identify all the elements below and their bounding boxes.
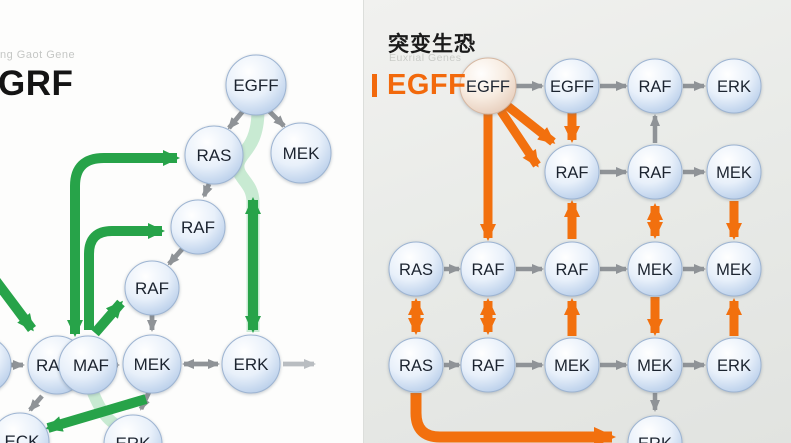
pathway-node-label: RAF — [472, 357, 505, 375]
pathway-node: ERK — [221, 334, 281, 394]
pathway-node: MEK — [706, 144, 762, 200]
pathway-node-label: MEK — [716, 164, 752, 182]
pathway-node-label: MAF — [73, 356, 109, 375]
arrow-gray — [167, 245, 186, 266]
pathway-node: RAF — [460, 241, 516, 297]
pathway-node: ERK — [706, 58, 762, 114]
pathway-node: ERK — [627, 415, 683, 443]
right-panel-title-cn: 突变生恐 — [388, 33, 476, 56]
pathway-node: RAF — [627, 144, 683, 200]
right-panel-heading-row: EGFF — [372, 71, 466, 100]
arrow-gray — [267, 109, 286, 128]
pathway-node-label: MEK — [554, 357, 590, 375]
pathway-node-label: ERK — [638, 435, 672, 443]
arrow-green-diagonal — [91, 299, 125, 337]
arrow-green-diagonal — [0, 278, 36, 332]
pathway-node-label: ERK — [116, 434, 152, 443]
right-panel-diagram: EGFF EGFF RAF ERK RAF RAF — [388, 57, 762, 443]
pathway-node-label: MEK — [637, 357, 673, 375]
heading-accent-bar — [372, 74, 377, 97]
pathway-node: RAS — [388, 337, 444, 393]
pathway-node: EGFF — [459, 57, 517, 115]
pathway-node: MEK — [627, 241, 683, 297]
left-panel-subtitle: ng Gaot Gene — [0, 49, 76, 61]
pathway-node: EGFF — [544, 58, 600, 114]
pathway-node-label: ERK — [234, 355, 270, 374]
pathway-node-label: RAF — [181, 218, 215, 237]
arrow-gray — [201, 183, 213, 198]
pathway-node: RAS — [184, 125, 244, 185]
pathway-node: ECK — [0, 412, 50, 443]
arrow-orange-curved — [410, 393, 616, 443]
pathway-node-label: MEK — [283, 144, 321, 163]
pathway-node-label: RAF — [639, 78, 672, 96]
pathway-node-label: RAS — [399, 357, 433, 375]
pathway-node-label: RAF — [556, 261, 589, 279]
pathway-node: EGFF — [225, 54, 287, 116]
pathway-node-label: MEK — [134, 355, 172, 374]
pathway-node: MEK — [122, 334, 182, 394]
pathway-node: RAF — [544, 144, 600, 200]
pathway-node-label: RAF — [472, 261, 505, 279]
right-panel-heading: EGFF — [387, 69, 467, 101]
pathway-node: RAF — [627, 58, 683, 114]
pathway-node-label: RAS — [197, 146, 232, 165]
arrow-green-curved — [84, 223, 165, 330]
pathway-node-label: EGFF — [466, 78, 510, 96]
arrow-green-diagonal — [45, 394, 148, 433]
pathway-node: MAF — [58, 335, 118, 395]
pathway-node — [0, 342, 12, 388]
pathway-node: ERK — [706, 337, 762, 393]
pathway-node: MEK — [706, 241, 762, 297]
pathway-node: RAF — [170, 199, 226, 255]
pathway-node: RAS — [388, 241, 444, 297]
pathway-node: RAF — [544, 241, 600, 297]
pathway-node-label: ERK — [717, 357, 751, 375]
pathway-node-label: EGFF — [550, 78, 594, 96]
pathway-node: MEK — [270, 122, 332, 184]
pathway-node-label: RAF — [639, 164, 672, 182]
arrow-green-curved-double — [67, 150, 180, 337]
pathway-node: RAF — [460, 337, 516, 393]
arrow-orange-diagonal — [497, 108, 541, 168]
pathway-node: MEK — [627, 337, 683, 393]
right-panel-subtitle: Euxrial Genes — [389, 52, 462, 64]
pathway-node-label: ERK — [717, 78, 751, 96]
pathway-node-label: EGFF — [233, 76, 278, 95]
pathway-node: RAF — [124, 260, 180, 316]
arrow-orange-diagonal — [502, 100, 556, 146]
pathway-node-label: MEK — [637, 261, 673, 279]
pathway-node-label: MEK — [716, 261, 752, 279]
left-panel-title: GRF — [0, 64, 74, 103]
pathway-node: MEK — [544, 337, 600, 393]
pathway-node-label: RAF — [135, 279, 169, 298]
pathway-node-label: RAF — [556, 164, 589, 182]
arrow-gray — [28, 394, 44, 412]
left-panel-diagram: EGFF RAS MEK RAF RAF RAF — [0, 54, 332, 443]
pathway-node: ERK — [103, 414, 163, 443]
pathway-node-label: ECK — [5, 432, 41, 443]
arrow-gray — [227, 109, 245, 130]
pathway-node-label: RAS — [399, 261, 433, 279]
